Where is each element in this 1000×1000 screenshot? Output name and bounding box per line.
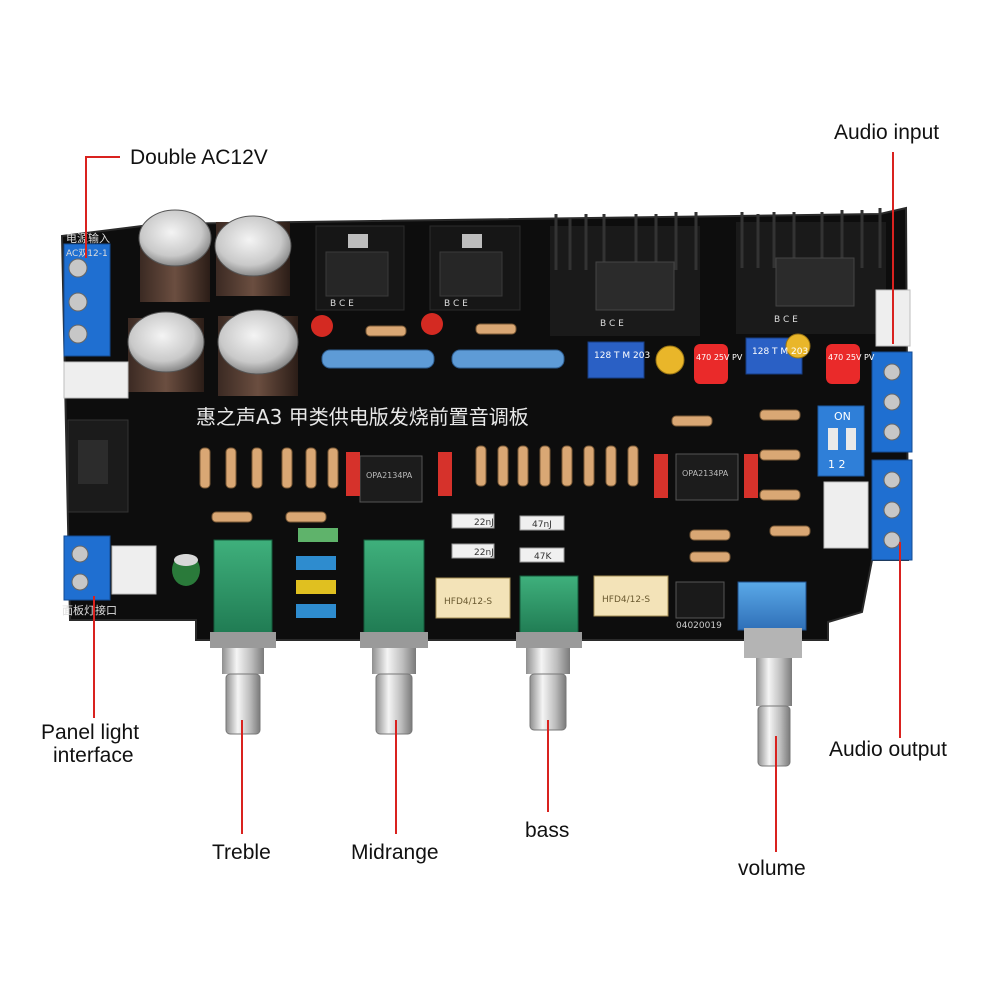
transistor-pins-label: B C E xyxy=(330,299,354,309)
relay-right-label: HFD4/12-S xyxy=(602,595,650,605)
opamp-left-text: OPA2134PA xyxy=(366,471,413,480)
film-caps-red xyxy=(346,452,758,498)
board-title-silkscreen: 惠之声A3 甲类供电版发烧前置音调板 xyxy=(196,405,529,429)
transistor-pins-label: B C E xyxy=(600,319,624,329)
treble-pot xyxy=(210,539,276,735)
cap-label-right: 470 25V PV xyxy=(828,353,875,362)
small-electrolytics xyxy=(694,344,860,384)
dip-switch xyxy=(817,405,865,477)
callout-power: Double AC12V xyxy=(130,146,268,169)
transistor-pins-label: B C E xyxy=(444,299,468,309)
callout-audio-input: Audio input xyxy=(834,121,940,144)
cap-value-label: 47nJ xyxy=(532,520,552,530)
power-resistors xyxy=(321,349,565,369)
white-connector-panel xyxy=(111,545,157,595)
callout-panel-light-line1: Panel light xyxy=(41,721,140,744)
board-code: 04020019 xyxy=(676,621,722,631)
volume-pot xyxy=(737,581,807,767)
panel-light-terminal xyxy=(63,535,111,601)
white-connector-right-mid xyxy=(823,481,869,549)
trimmer-label-left: 128 T M 203 xyxy=(594,351,650,361)
relay-left-label: HFD4/12-S xyxy=(444,597,492,607)
small-heatsink xyxy=(67,419,129,513)
regulator-2 xyxy=(429,225,521,311)
audio-output-terminal xyxy=(871,459,913,561)
white-connector-left xyxy=(63,361,129,399)
callout-audio-output: Audio output xyxy=(829,738,947,761)
trimmers xyxy=(587,333,811,379)
transistor-pins-label: B C E xyxy=(774,315,798,325)
resistor-array xyxy=(199,323,811,563)
red-leds xyxy=(311,313,443,337)
cap-value-label: 22nJ xyxy=(474,548,494,558)
panel-light-silkscreen: 面板灯接口 xyxy=(62,603,117,617)
leader-lines xyxy=(85,152,901,852)
callout-volume: volume xyxy=(738,857,806,880)
cap-label-left: 470 25V PV xyxy=(696,353,743,362)
leader-line-power xyxy=(85,156,120,258)
film-caps-colored xyxy=(296,528,338,618)
power-input-silkscreen: 电源输入 xyxy=(66,231,110,245)
midrange-pot xyxy=(360,539,428,735)
relays xyxy=(435,575,669,619)
small-film-caps xyxy=(451,513,565,563)
audio-input-terminal xyxy=(871,351,913,453)
power-terminal-block xyxy=(63,243,111,357)
trimmer-label-right: 128 T M 203 xyxy=(752,347,808,357)
bass-pot xyxy=(516,575,582,731)
callout-treble: Treble xyxy=(212,841,271,864)
heatsink-right xyxy=(736,208,886,334)
opamp-left xyxy=(359,455,423,503)
heatsink-left xyxy=(550,212,700,336)
cap-value-label: 22nJ xyxy=(474,518,494,528)
callout-panel-light-line2: interface xyxy=(53,744,134,767)
callout-bass: bass xyxy=(525,819,570,842)
resistor-value-label: 47K xyxy=(534,552,552,562)
dip-switch-numbers: 1 2 xyxy=(828,458,846,471)
small-capacitor xyxy=(172,554,200,586)
callout-midrange: Midrange xyxy=(351,841,439,864)
dip-switch-on-label: ON xyxy=(834,410,851,423)
capacitor-bank xyxy=(127,209,299,396)
opamp-right xyxy=(675,453,739,501)
pin-header xyxy=(675,581,725,619)
opamp-right-text: OPA2134PA xyxy=(682,469,729,478)
regulator-1 xyxy=(315,225,405,311)
